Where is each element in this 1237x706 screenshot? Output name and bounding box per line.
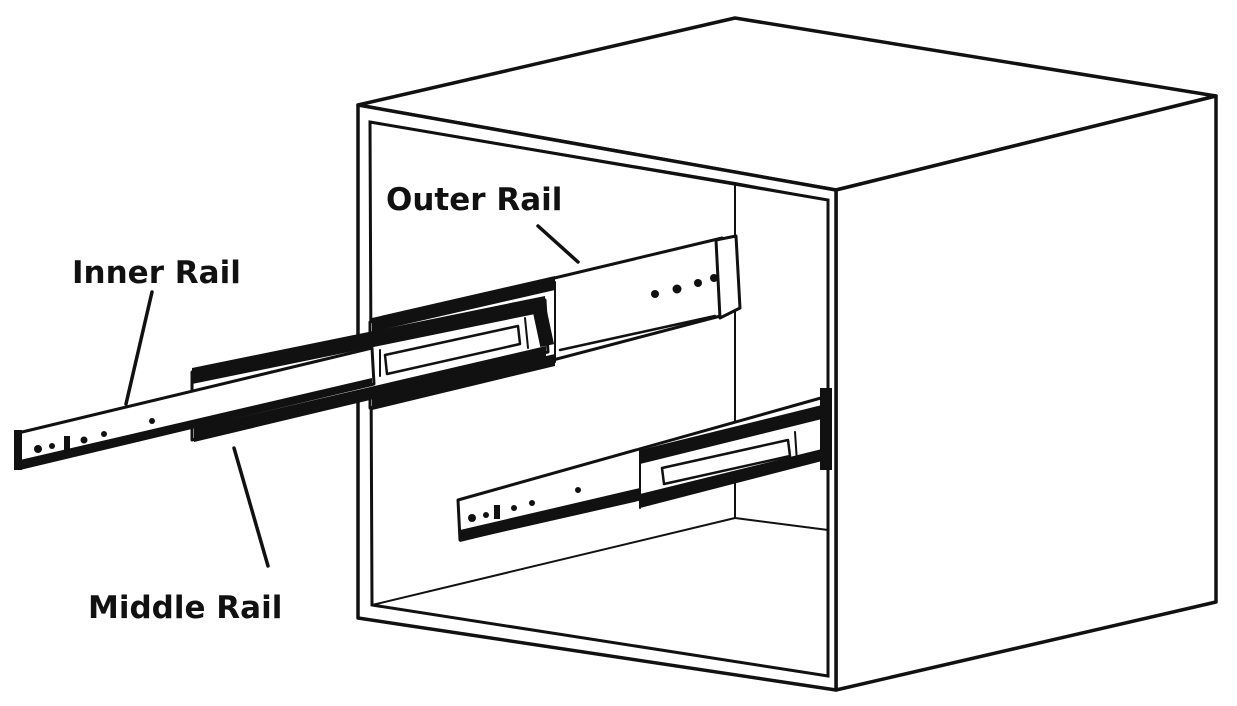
inner-rail-hole bbox=[101, 431, 107, 437]
inner-rail-hole bbox=[49, 443, 55, 449]
middle-rail-leader bbox=[232, 446, 270, 568]
lower-rail-hole bbox=[468, 514, 476, 522]
middle-rail-label: Middle Rail bbox=[88, 590, 282, 626]
inner-rail-hole bbox=[149, 418, 155, 424]
lower-rail-hole bbox=[575, 487, 581, 493]
inner-rail-label: Inner Rail bbox=[72, 255, 241, 291]
lower-rail-hole bbox=[529, 500, 535, 506]
outer-rail-hole bbox=[710, 274, 718, 282]
outer-rail-hole bbox=[651, 290, 659, 298]
outer-rail-hole bbox=[694, 279, 702, 287]
outer-rail-hole bbox=[672, 284, 682, 294]
lower-slide bbox=[456, 388, 832, 542]
inner-rail bbox=[14, 346, 376, 470]
lower-rail-slot bbox=[494, 505, 500, 519]
lower-rail-hole bbox=[483, 512, 489, 518]
inner-rail-slot bbox=[64, 436, 70, 450]
lower-rail-hole bbox=[511, 505, 517, 511]
outer-rail-label: Outer Rail bbox=[386, 182, 562, 218]
inner-rail-leader bbox=[124, 290, 154, 406]
inner-rail-hole bbox=[34, 445, 42, 453]
outer-rail-leader bbox=[536, 224, 580, 264]
inner-rail-hole bbox=[80, 436, 88, 444]
upper-slide bbox=[14, 234, 742, 470]
